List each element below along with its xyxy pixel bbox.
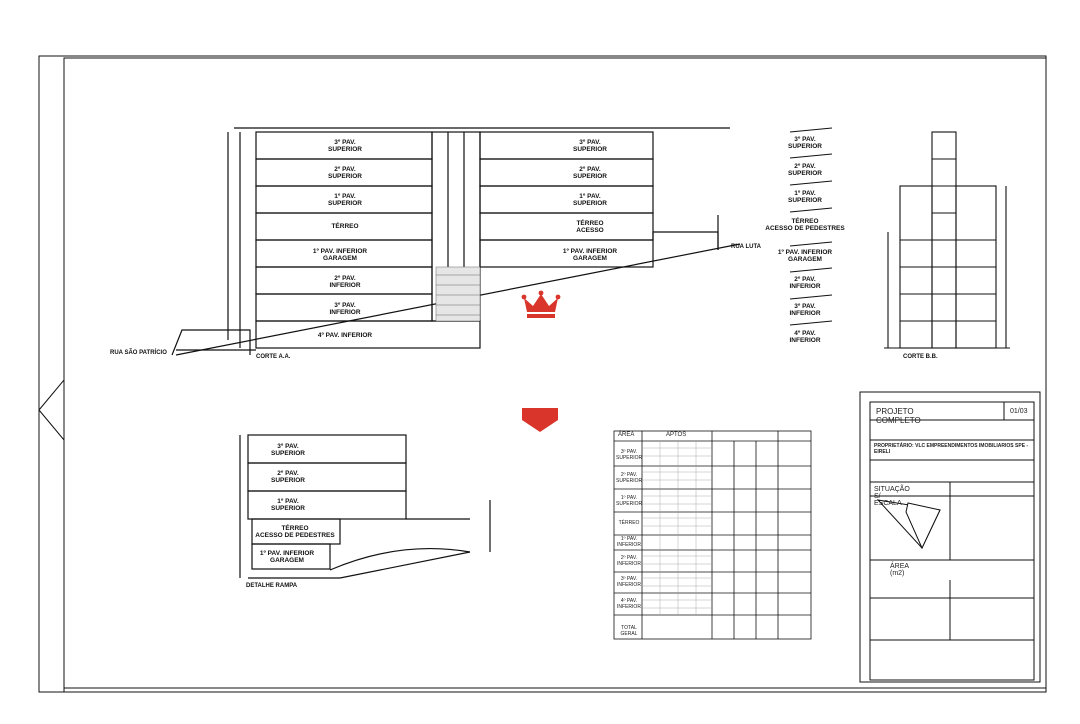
table-row-label: 2º PAV. SUPERIOR (616, 472, 643, 484)
floor-label: TÉRREO (331, 223, 359, 230)
table-row-label: 4º PAV. INFERIOR (617, 598, 641, 610)
level-label: 2º PAV. SUPERIOR (788, 163, 822, 177)
floor-label: 3º PAV. SUPERIOR (271, 443, 305, 457)
level-label: 3º PAV. SUPERIOR (788, 136, 822, 150)
section-title: CORTE A.A. (256, 354, 291, 360)
crown-icon[interactable] (520, 290, 562, 320)
floor-label: 1º PAV. SUPERIOR (271, 498, 305, 512)
level-label: TÉRREO ACESSO DE PEDESTRES (765, 218, 845, 232)
table-header: ÁREA (618, 432, 635, 438)
table-row-label: 1º PAV. SUPERIOR (616, 495, 643, 507)
area-title: ÁREA (m2) (890, 563, 909, 577)
table-footer: TOTAL GERAL (620, 625, 638, 637)
floor-label: 3º PAV. SUPERIOR (328, 139, 362, 153)
street-label: RUA LUTA (731, 244, 761, 250)
floor-label: 1º PAV. INFERIOR GARAGEM (562, 248, 618, 262)
project-title: PROJETO COMPLETO (876, 407, 921, 425)
floor-label: 3º PAV. SUPERIOR (573, 139, 607, 153)
floor-label: 4º PAV. INFERIOR (317, 332, 373, 339)
table-row-label: TÉRREO (618, 520, 640, 526)
level-label: 3º PAV. INFERIOR (789, 303, 821, 317)
level-label: 2º PAV. INFERIOR (789, 276, 821, 290)
section-title: CORTE B.B. (903, 354, 938, 360)
table-row-label: 1º PAV. INFERIOR (617, 536, 641, 548)
floor-label: TÉRREO ACESSO (576, 220, 604, 234)
table-row-label: 3º PAV. INFERIOR (617, 576, 641, 588)
level-label: 1º PAV. INFERIOR GARAGEM (777, 249, 833, 263)
table-row-label: 3º PAV. SUPERIOR (616, 449, 643, 461)
sheet-number: 01/03 (1010, 408, 1028, 415)
chevron-down-icon[interactable] (521, 408, 559, 432)
floor-label: 2º PAV. SUPERIOR (328, 166, 362, 180)
floor-label: 2º PAV. INFERIOR (329, 275, 361, 289)
floor-label: TÉRREO ACESSO DE PEDESTRES (255, 525, 335, 539)
floor-label: 3º PAV. INFERIOR (329, 302, 361, 316)
level-label: 1º PAV. SUPERIOR (788, 190, 822, 204)
floor-label: 1º PAV. INFERIOR GARAGEM (312, 248, 368, 262)
floor-label: 1º PAV. INFERIOR GARAGEM (259, 550, 315, 564)
floor-label: 2º PAV. SUPERIOR (271, 470, 305, 484)
street-label: RUA SÃO PATRÍCIO (110, 350, 167, 356)
table-row-label: 2º PAV. INFERIOR (617, 555, 641, 567)
level-label: 4º PAV. INFERIOR (789, 330, 821, 344)
table-header: APTOS (666, 432, 687, 438)
floor-label: 1º PAV. SUPERIOR (573, 193, 607, 207)
situation-title: SITUAÇÃO S/ ESCALA (874, 486, 910, 507)
floor-label: 2º PAV. SUPERIOR (573, 166, 607, 180)
detail-title: DETALHE RAMPA (246, 583, 298, 589)
owner-line: PROPRIETÁRIO: VLC EMPREENDIMENTOS IMOBIL… (874, 443, 1029, 455)
floor-label: 1º PAV. SUPERIOR (328, 193, 362, 207)
